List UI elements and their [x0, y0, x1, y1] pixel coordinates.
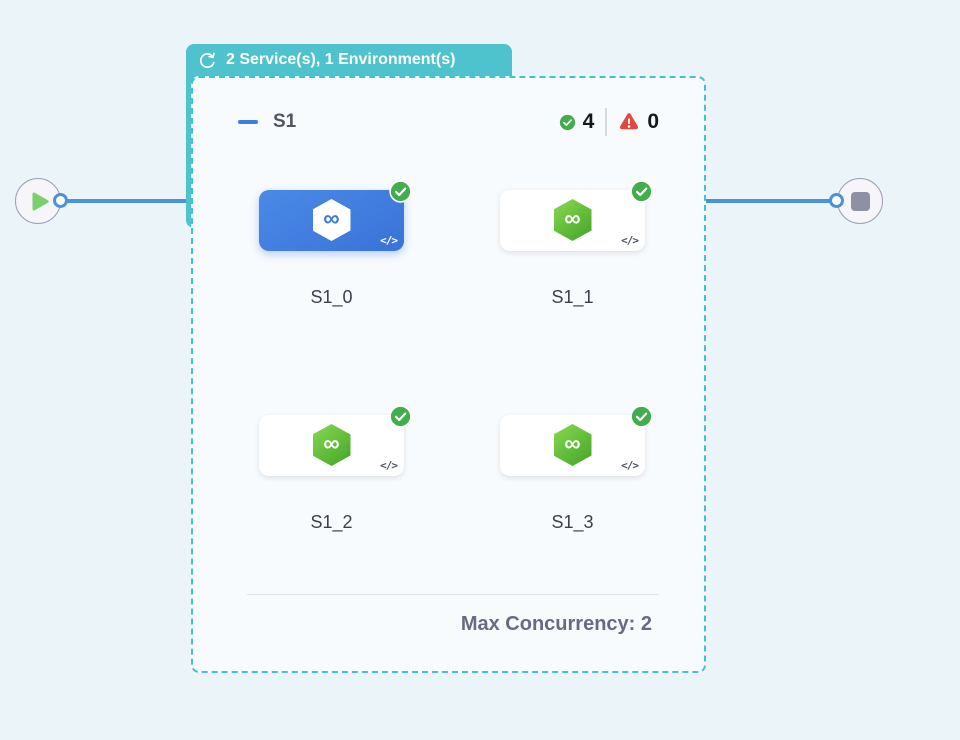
stage-badge[interactable]: 2 Service(s), 1 Environment(s) — [186, 44, 512, 76]
code-icon: </> — [380, 459, 398, 472]
service-hexagon-icon: ∞ — [312, 199, 351, 241]
success-check-icon — [559, 114, 575, 130]
stage-status-summary: 4 0 — [559, 108, 659, 136]
infinity-icon: ∞ — [323, 430, 340, 456]
rolling-deployment-icon — [199, 51, 215, 68]
infinity-icon: ∞ — [323, 205, 340, 231]
edge-start-to-stage — [60, 199, 188, 203]
stage-header: S1 4 0 — [238, 104, 659, 140]
service-label: S1_3 — [551, 512, 594, 532]
service-hexagon-icon: ∞ — [553, 199, 592, 241]
stop-node[interactable] — [837, 178, 883, 224]
infinity-icon: ∞ — [564, 205, 581, 231]
error-warning-icon — [620, 113, 639, 130]
success-badge-icon — [630, 405, 653, 428]
code-icon: </> — [621, 234, 639, 247]
stage-badge-label: 2 Service(s), 1 Environment(s) — [226, 51, 456, 68]
error-count: 0 — [647, 110, 659, 133]
service-hexagon-icon: ∞ — [553, 424, 592, 466]
max-concurrency-label: Max Concurrency: 2 — [460, 613, 652, 635]
stage-title: S1 — [273, 111, 297, 132]
code-icon: </> — [380, 234, 398, 247]
success-badge-icon — [389, 405, 412, 428]
service-card-s1-0[interactable]: ∞ </> — [259, 180, 412, 251]
stop-node-in-port — [829, 193, 844, 208]
code-icon: </> — [621, 459, 639, 472]
service-card-s1-1[interactable]: ∞ </> — [500, 180, 653, 251]
success-count: 4 — [582, 110, 595, 133]
service-card-s1-3[interactable]: ∞ </> — [500, 405, 653, 476]
success-badge-icon — [630, 180, 653, 203]
service-label: S1_1 — [551, 287, 594, 307]
play-icon — [32, 192, 49, 210]
footer-divider — [247, 594, 659, 595]
service-label: S1_0 — [310, 287, 353, 307]
service-hexagon-icon: ∞ — [312, 424, 351, 466]
infinity-icon: ∞ — [564, 430, 581, 456]
collapse-stage-button[interactable] — [238, 120, 258, 124]
stop-icon — [850, 191, 870, 211]
stage-container: S1 4 0 ∞ — [191, 76, 706, 673]
success-badge-icon — [389, 180, 412, 203]
status-divider — [605, 108, 608, 136]
service-label: S1_2 — [310, 512, 353, 532]
service-card-s1-2[interactable]: ∞ </> — [259, 405, 412, 476]
start-node-out-port — [53, 193, 68, 208]
edge-stage-to-stop — [704, 199, 836, 203]
